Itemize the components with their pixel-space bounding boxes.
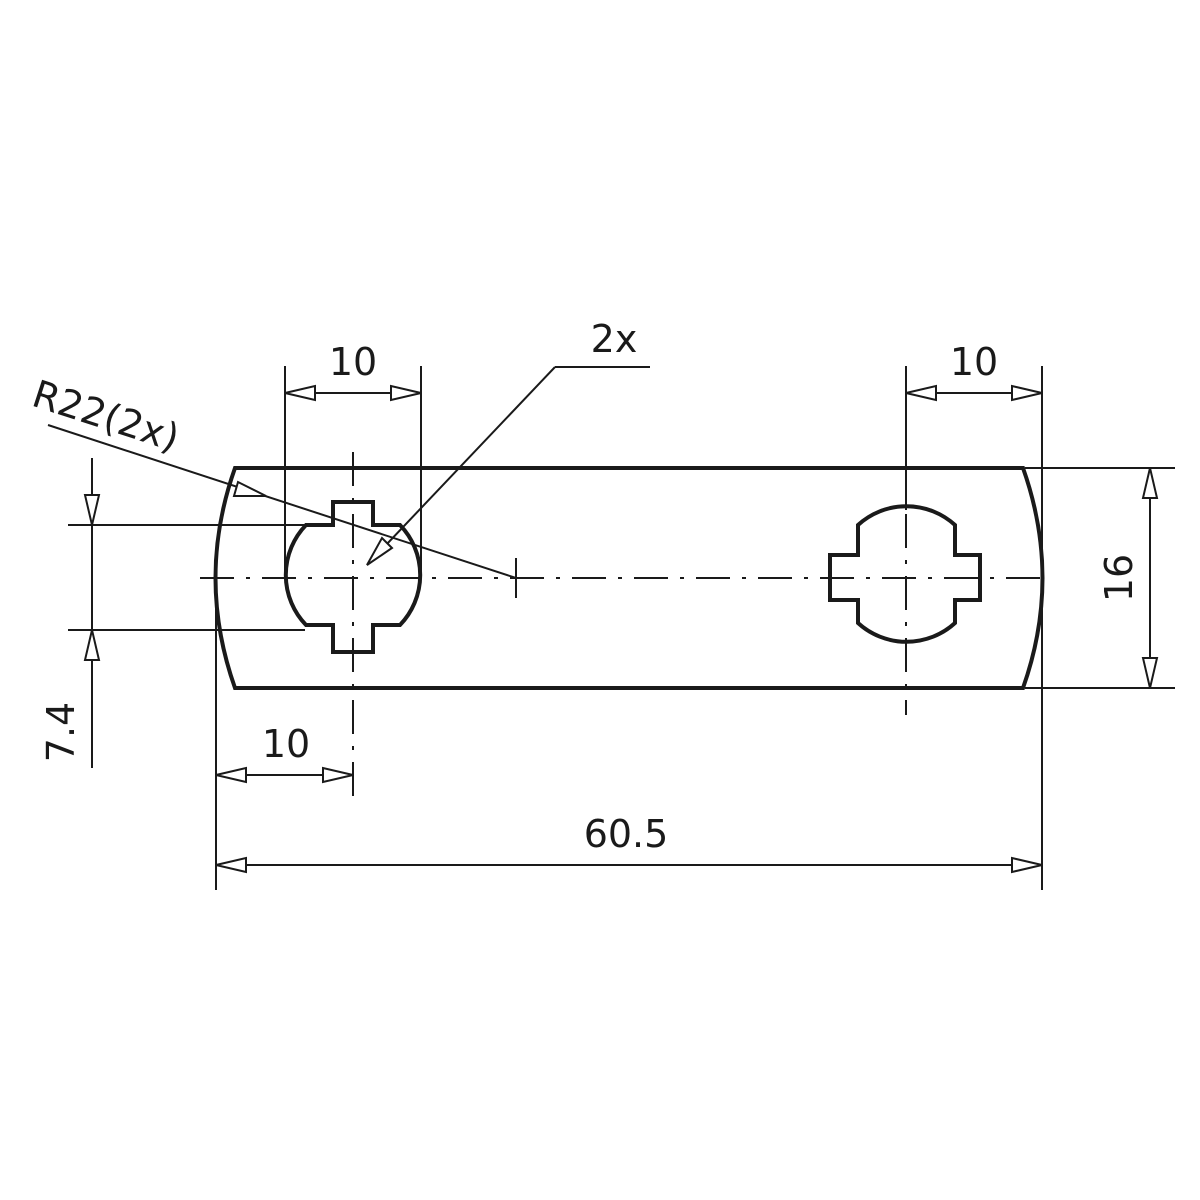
count-leader-diagonal	[366, 366, 556, 566]
dimension-lines	[47, 366, 1159, 874]
part-outline	[213, 466, 1045, 690]
plate-outline	[213, 466, 1045, 690]
label-hole-pitch-right: 10	[950, 340, 998, 384]
arrow	[215, 856, 247, 874]
arrow	[1141, 467, 1159, 499]
arrow	[1141, 657, 1159, 689]
label-height: 16	[1097, 554, 1141, 602]
dimension-texts: 10 10 10 60.5 16 7.4 R22(2x) 2x	[27, 317, 1141, 856]
arrow	[905, 384, 937, 402]
right-keyed-hole	[828, 504, 982, 644]
left-keyed-hole	[283, 500, 423, 654]
arrow	[1011, 384, 1043, 402]
arrow	[215, 766, 247, 784]
arrow	[284, 384, 316, 402]
label-hole-count: 2x	[591, 317, 638, 361]
arrow	[390, 384, 422, 402]
label-overall-length: 60.5	[584, 812, 669, 856]
label-edge-to-center: 10	[262, 722, 310, 766]
arrow	[1011, 856, 1043, 874]
radius-leader	[47, 424, 517, 579]
arrow	[232, 480, 267, 497]
arrow	[83, 494, 101, 526]
label-hole-pitch-left: 10	[329, 340, 377, 384]
label-offset: 7.4	[39, 702, 83, 762]
arrow	[322, 766, 354, 784]
arrow	[366, 536, 394, 566]
label-radius: R22(2x)	[27, 372, 184, 461]
arrow	[83, 629, 101, 661]
